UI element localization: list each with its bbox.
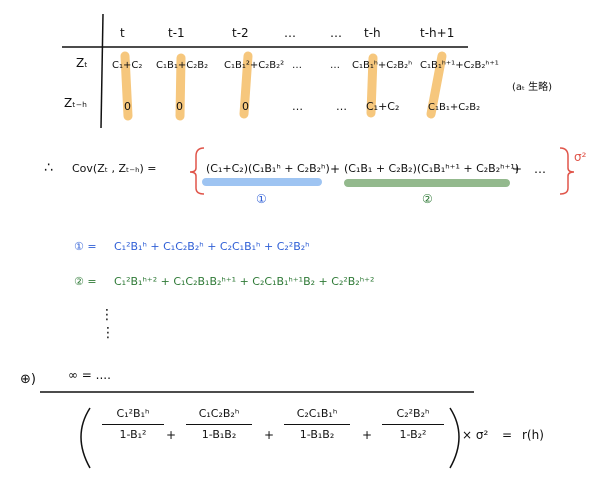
sum-plus-3: +	[362, 428, 373, 442]
highlight-col-th	[366, 53, 378, 118]
col-header-th: t-h	[364, 26, 381, 40]
expansion1-label: ① =	[74, 240, 97, 253]
sum-result: r(h)	[522, 428, 544, 442]
row2-cell-t1: 0	[176, 100, 183, 113]
cov-sigma: σ²	[574, 150, 587, 164]
row1-cell-t2: C₁B₁²+C₂B₂²	[224, 60, 285, 71]
col-header-t1: t-1	[168, 26, 185, 40]
expansion1: C₁²B₁ʰ + C₁C₂B₂ʰ + C₂C₁B₁ʰ + C₂²B₂ʰ	[114, 240, 310, 253]
fraction-3: C₂C₁B₁ʰ 1-B₁B₂	[284, 406, 350, 443]
highlight-col-t1	[175, 53, 186, 121]
row2-cell-t2: 0	[242, 100, 249, 113]
fraction-4-denominator: 1-B₂²	[399, 428, 427, 441]
side-note: (aₜ 生略)	[512, 82, 553, 93]
row1-cell-th: C₁B₁ʰ+C₂B₂ʰ	[352, 60, 413, 71]
sum-plus-1: +	[166, 428, 177, 442]
red-left-bracket	[189, 147, 205, 195]
col-header-dots2: …	[330, 26, 342, 40]
row2-cell-th: C₁+C₂	[366, 100, 400, 113]
fraction-1-denominator: 1-B₁²	[119, 428, 147, 441]
cov-ellipsis: …	[534, 162, 546, 176]
expansion2: C₁²B₁ʰ⁺² + C₁C₂B₁B₂ʰ⁺¹ + C₂C₁B₁ʰ⁺¹B₂ + C…	[114, 275, 375, 288]
fraction-2-denominator: 1-B₁B₂	[201, 428, 237, 441]
fraction-1-bar	[102, 424, 164, 425]
sum-plus-2: +	[264, 428, 275, 442]
highlight-col-th1	[426, 51, 447, 119]
vertical-dots-2: ⋮	[101, 325, 115, 341]
oplus-sum-marker: ⊕)	[20, 372, 36, 387]
fraction-2: C₁C₂B₂ʰ 1-B₁B₂	[186, 406, 252, 443]
fraction-3-numerator: C₂C₁B₁ʰ	[296, 407, 338, 420]
row2-label: Zₜ₋ₕ	[64, 96, 87, 110]
row2-cell-dots2: …	[336, 100, 347, 113]
highlight-col-t	[120, 51, 133, 121]
row2-cell-t: 0	[124, 100, 131, 113]
infinity-line: ∞ = ....	[68, 368, 111, 382]
row1-cell-dots2: …	[330, 60, 340, 71]
row1-cell-dots1: …	[292, 60, 302, 71]
row1-cell-t: C₁+C₂	[112, 60, 143, 71]
therefore-symbol: ∴	[44, 160, 53, 176]
vertical-dots: ⋮	[100, 307, 114, 323]
fraction-4: C₂²B₂ʰ 1-B₂²	[382, 406, 444, 443]
sum-times-sigma: × σ²	[462, 428, 489, 442]
fraction-1-numerator: C₁²B₁ʰ	[116, 407, 150, 420]
fraction-3-bar	[284, 424, 350, 425]
fraction-2-numerator: C₁C₂B₂ʰ	[198, 407, 240, 420]
term2-label: ②	[422, 192, 433, 206]
row1-cell-t1: C₁B₁+C₂B₂	[156, 60, 209, 71]
col-header-t2: t-2	[232, 26, 249, 40]
sum-equals: =	[502, 428, 513, 442]
table-vertical-rule	[100, 13, 104, 129]
row2-cell-th1: C₁B₁+C₂B₂	[428, 102, 481, 113]
fraction-4-numerator: C₂²B₂ʰ	[396, 407, 430, 420]
cov-plus2: +	[512, 162, 523, 176]
col-header-dots1: …	[284, 26, 296, 40]
red-right-bracket	[559, 147, 575, 195]
col-header-th1: t-h+1	[420, 26, 455, 40]
expansion2-label: ② =	[74, 275, 97, 288]
row1-cell-th1: C₁B₁ʰ⁺¹+C₂B₂ʰ⁺¹	[420, 60, 499, 71]
cov-term1: (C₁+C₂)(C₁B₁ʰ + C₂B₂ʰ)	[206, 162, 330, 175]
sum-right-paren	[449, 407, 460, 469]
col-header-t: t	[120, 26, 125, 40]
cov-lhs: Cov(Zₜ , Zₜ₋ₕ) =	[72, 162, 157, 175]
cov-term2: (C₁B₁ + C₂B₂)(C₁B₁ʰ⁺¹ + C₂B₂ʰ⁺¹)	[344, 162, 520, 175]
cov-plus1: +	[330, 162, 341, 176]
row1-label: Zₜ	[76, 56, 88, 70]
fraction-1: C₁²B₁ʰ 1-B₁²	[102, 406, 164, 443]
fraction-2-bar	[186, 424, 252, 425]
row2-cell-dots1: …	[292, 100, 303, 113]
highlight-col-t2	[239, 51, 253, 119]
term1-label: ①	[256, 192, 267, 206]
fraction-4-bar	[382, 424, 444, 425]
sum-left-paren	[80, 407, 91, 469]
fraction-3-denominator: 1-B₁B₂	[299, 428, 335, 441]
